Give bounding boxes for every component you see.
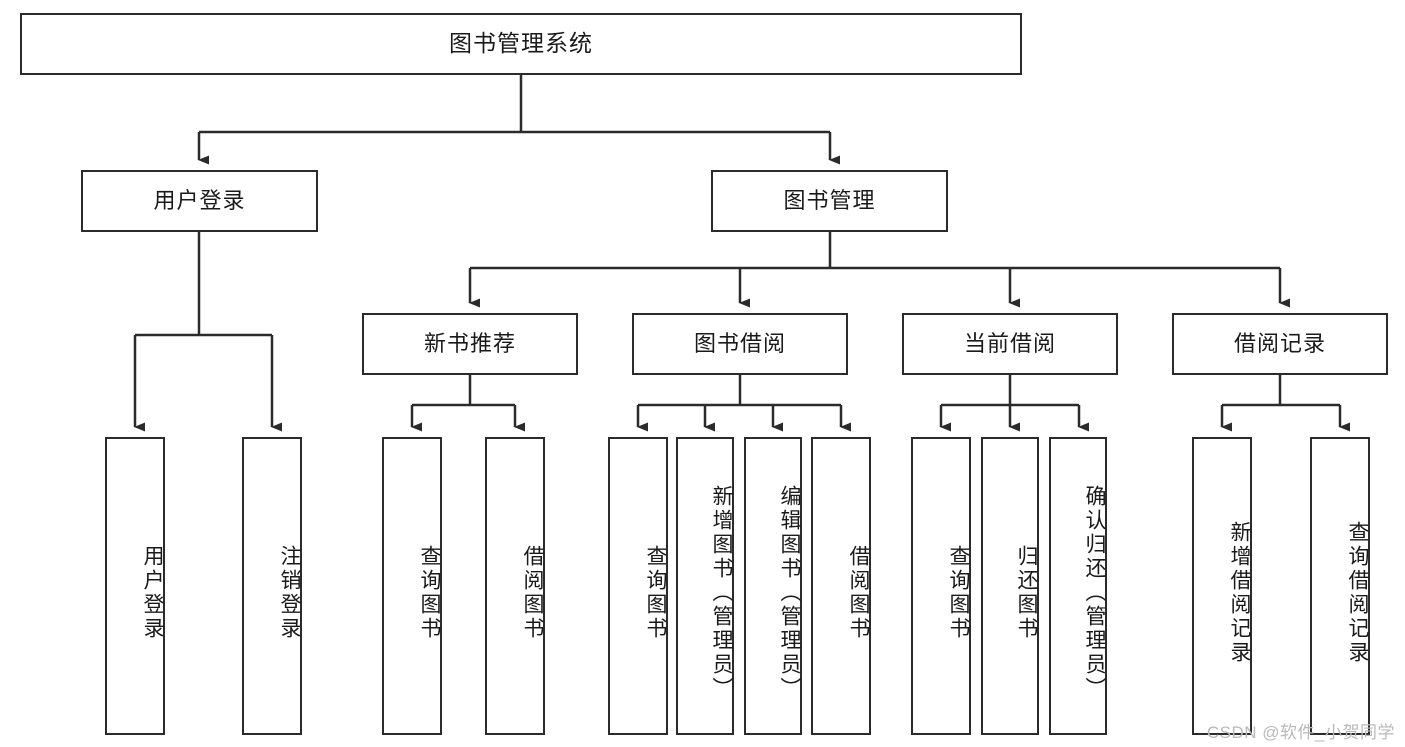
leaf-new-book-borrow-book[interactable]: 借阅图书: [485, 437, 545, 735]
leaf-book-borrow-borrow-book[interactable]: 借阅图书: [811, 437, 871, 735]
node-label: 新书推荐: [423, 330, 516, 356]
leaf-current-borrow-confirm-return-admin[interactable]: 确认归还（管理员）: [1049, 437, 1107, 735]
node-borrow-record[interactable]: 借阅记录: [1172, 313, 1388, 375]
leaf-book-borrow-add-book-admin[interactable]: 新增图书（管理员）: [676, 437, 734, 735]
node-user-login[interactable]: 用户登录: [81, 170, 318, 232]
node-label: 借阅记录: [1233, 330, 1326, 356]
node-current-borrow[interactable]: 当前借阅: [902, 313, 1118, 375]
node-label: 借阅图书: [521, 545, 544, 641]
leaf-borrow-record-query-record[interactable]: 查询借阅记录: [1310, 437, 1370, 735]
node-label: 查询图书: [947, 545, 970, 641]
node-label: 确认归还（管理员）: [1083, 485, 1106, 701]
node-book-management[interactable]: 图书管理: [711, 170, 948, 232]
leaf-current-borrow-return-book[interactable]: 归还图书: [981, 437, 1039, 735]
leaf-book-borrow-query-book[interactable]: 查询图书: [608, 437, 668, 735]
node-label: 当前借阅: [963, 330, 1056, 356]
node-label: 注销登录: [278, 545, 301, 641]
node-book-borrow[interactable]: 图书借阅: [632, 313, 848, 375]
node-label: 编辑图书（管理员）: [778, 485, 801, 701]
node-label: 查询图书: [418, 545, 441, 641]
leaf-user-login-logout[interactable]: 注销登录: [242, 437, 302, 735]
leaf-current-borrow-query-book[interactable]: 查询图书: [911, 437, 971, 735]
node-label: 借阅图书: [847, 545, 870, 641]
node-label: 查询借阅记录: [1346, 521, 1369, 665]
node-new-book-recommend[interactable]: 新书推荐: [362, 313, 578, 375]
node-label: 图书借阅: [693, 330, 786, 356]
node-label: 用户登录: [153, 187, 246, 213]
node-label: 归还图书: [1015, 545, 1038, 641]
leaf-book-borrow-edit-book-admin[interactable]: 编辑图书（管理员）: [744, 437, 802, 735]
leaf-borrow-record-add-record[interactable]: 新增借阅记录: [1192, 437, 1252, 735]
node-label: 图书管理系统: [449, 30, 593, 57]
node-label: 新增借阅记录: [1228, 521, 1251, 665]
leaf-new-book-query-book[interactable]: 查询图书: [382, 437, 442, 735]
node-label: 查询图书: [644, 545, 667, 641]
node-root-book-management-system[interactable]: 图书管理系统: [20, 13, 1022, 75]
node-label: 图书管理: [783, 187, 876, 213]
node-label: 新增图书（管理员）: [710, 485, 733, 701]
leaf-user-login-login[interactable]: 用户登录: [105, 437, 165, 735]
csdn-watermark: CSDN @软件_小贺同学: [1206, 723, 1395, 742]
node-label: 用户登录: [141, 545, 164, 641]
